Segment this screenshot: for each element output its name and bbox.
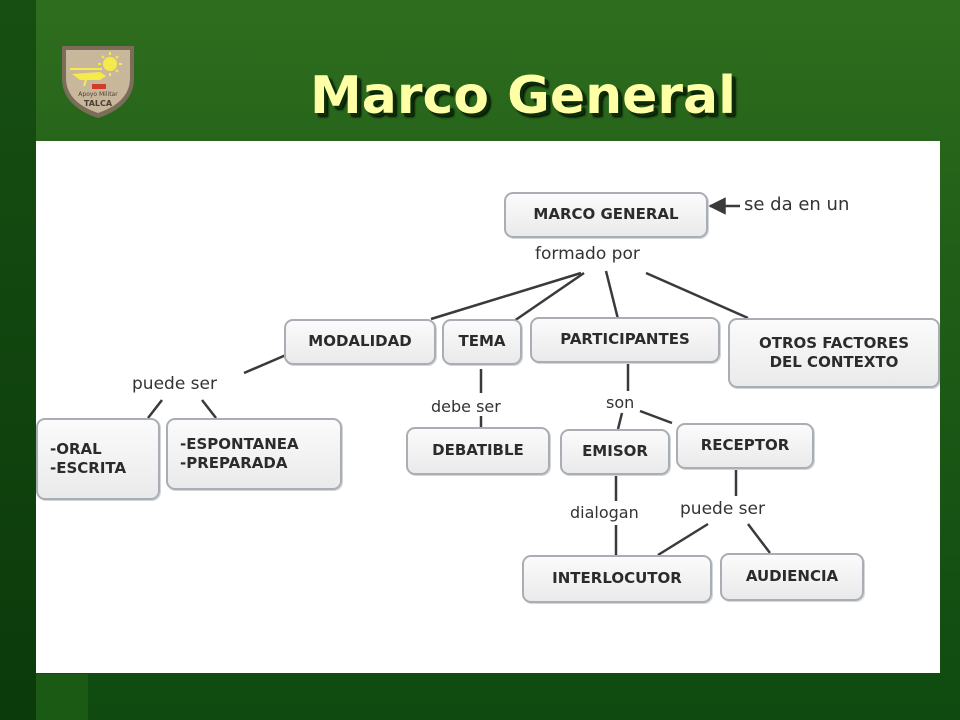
node-marco-general: MARCO GENERAL: [504, 192, 708, 238]
node-espontanea-preparada: -ESPONTANEA -PREPARADA: [166, 418, 342, 490]
concept-map-connectors: [147, 197, 771, 557]
connector-receptor: [639, 409, 673, 425]
shield-emblem-icon: Apoyo Militar TALCA: [62, 46, 134, 118]
node-participantes: PARTICIPANTES: [530, 317, 720, 363]
link-puede-ser-modalidad: puede ser: [130, 374, 219, 394]
link-debe-ser: debe ser: [429, 397, 503, 416]
link-son: son: [604, 393, 637, 412]
node-receptor: RECEPTOR: [676, 423, 814, 469]
node-audiencia: AUDIENCIA: [720, 553, 864, 601]
logo-upper-text: Apoyo Militar: [78, 91, 118, 98]
node-interlocutor: INTERLOCUTOR: [522, 555, 712, 603]
connector-receptor-interlocutor: [657, 522, 709, 557]
connector-modalidad-puede-ser: [243, 353, 287, 375]
connector-modalidad: [430, 271, 582, 321]
node-modalidad: MODALIDAD: [284, 319, 436, 365]
concept-map-panel: MARCO GENERAL MODALIDAD TEMA PARTICIPANT…: [36, 141, 940, 673]
link-formado-por: formado por: [533, 244, 642, 264]
link-dialogan: dialogan: [568, 503, 641, 522]
bottom-strip: [36, 674, 88, 720]
node-debatible: DEBATIBLE: [406, 427, 550, 475]
link-puede-ser-receptor: puede ser: [678, 499, 767, 519]
left-band: [0, 0, 36, 720]
node-otros-factores: OTROS FACTORES DEL CONTEXTO: [728, 318, 940, 388]
connector-emisor: [616, 412, 624, 430]
connector-oral-escrita: [147, 399, 163, 419]
connector-espontanea: [201, 399, 217, 419]
connector-participantes: [604, 270, 620, 320]
logo-lower-text: TALCA: [84, 99, 113, 108]
slide-title: Marco General: [310, 66, 736, 126]
node-emisor: EMISOR: [560, 429, 670, 475]
link-se-da-en-un: se da en un: [742, 194, 852, 215]
node-oral-escrita: -ORAL -ESCRITA: [36, 418, 160, 500]
connector-audiencia: [747, 523, 771, 554]
node-tema: TEMA: [442, 319, 522, 365]
connector-otros-factores: [645, 271, 749, 320]
connector-tema: [513, 271, 585, 323]
